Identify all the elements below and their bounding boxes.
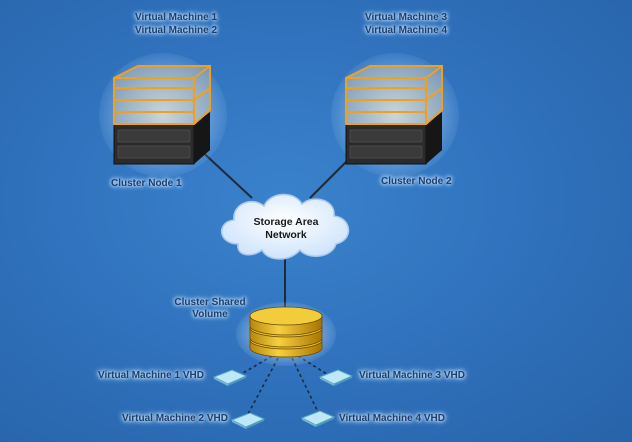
san-label-line2: Network	[265, 229, 307, 241]
node2-vm4-label: Virtual Machine 4	[364, 25, 448, 36]
vhd2-label: Virtual Machine 2 VHD	[122, 413, 228, 424]
link-csv-vhd4	[291, 357, 319, 413]
node2-label: Cluster Node 2	[381, 176, 452, 187]
vhd3-icon	[318, 369, 354, 386]
san-label-line1: Storage Area	[253, 216, 319, 228]
cluster-node-2-server-icon	[331, 53, 459, 177]
node1-vm1-label: Virtual Machine 1	[134, 12, 218, 23]
vhd4-label: Virtual Machine 4 VHD	[339, 413, 445, 424]
cluster-node-1-server-icon	[99, 53, 227, 177]
link-csv-vhd2	[247, 357, 279, 415]
node1-vm2-label: Virtual Machine 2	[134, 25, 218, 36]
csv-label-line1: Cluster Shared	[174, 297, 246, 308]
vhd4-icon	[300, 410, 336, 427]
vhd3-label: Virtual Machine 3 VHD	[359, 370, 465, 381]
vhd1-icon	[212, 369, 248, 386]
san-label: Storage Area Network	[236, 216, 336, 242]
csv-disk-stack-icon	[236, 302, 336, 366]
csv-label-line2: Volume	[192, 309, 228, 320]
node1-label: Cluster Node 1	[111, 178, 182, 189]
vhd1-label: Virtual Machine 1 VHD	[98, 370, 204, 381]
node2-vm3-label: Virtual Machine 3	[364, 12, 448, 23]
san-cloud-icon	[221, 193, 350, 260]
vhd2-icon	[230, 412, 266, 429]
